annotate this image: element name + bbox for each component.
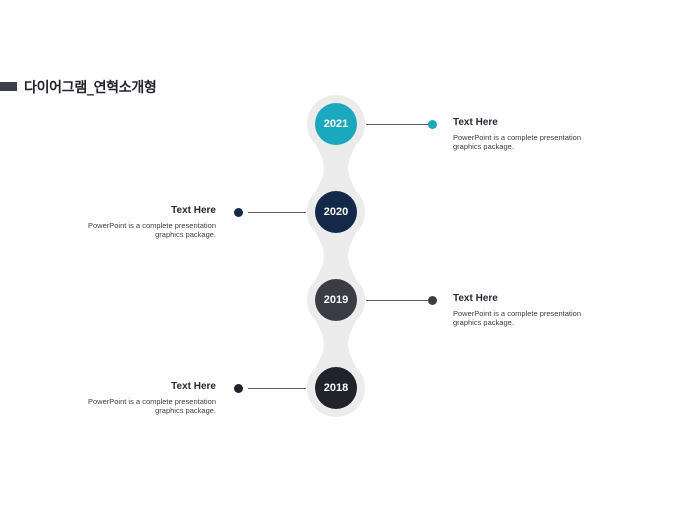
year-node: 2020: [315, 191, 357, 233]
connector-line: [366, 124, 430, 125]
connector-line: [248, 388, 306, 389]
label-description-line: PowerPoint is a complete presentation: [453, 133, 581, 142]
label-description-line: PowerPoint is a complete presentation: [453, 309, 581, 318]
label-title: Text Here: [453, 293, 498, 304]
label-description-line: graphics package.: [453, 318, 514, 327]
label-title: Text Here: [171, 381, 216, 392]
connector-dot: [427, 296, 437, 305]
spine-neck: [313, 134, 359, 202]
spine-neck: [313, 222, 359, 290]
connector-dot: [427, 120, 437, 129]
connector-line: [248, 212, 306, 213]
label-description-line: PowerPoint is a complete presentation: [88, 221, 216, 230]
spine-neck: [313, 310, 359, 378]
year-node: 2019: [315, 279, 357, 321]
year-node: 2018: [315, 367, 357, 409]
label-title: Text Here: [453, 117, 498, 128]
label-description-line: graphics package.: [453, 142, 514, 151]
title-accent-bar: [0, 82, 17, 91]
spine-bead: [307, 95, 365, 417]
year-node: 2021: [315, 103, 357, 145]
label-description-line: graphics package.: [155, 230, 216, 239]
label-description-line: graphics package.: [155, 406, 216, 415]
label-title: Text Here: [171, 205, 216, 216]
connector-dot: [233, 384, 243, 393]
connector-dot: [233, 208, 243, 217]
label-description-line: PowerPoint is a complete presentation: [88, 397, 216, 406]
connector-line: [366, 300, 430, 301]
page-title: 다이어그램_연혁소개형: [24, 80, 157, 96]
